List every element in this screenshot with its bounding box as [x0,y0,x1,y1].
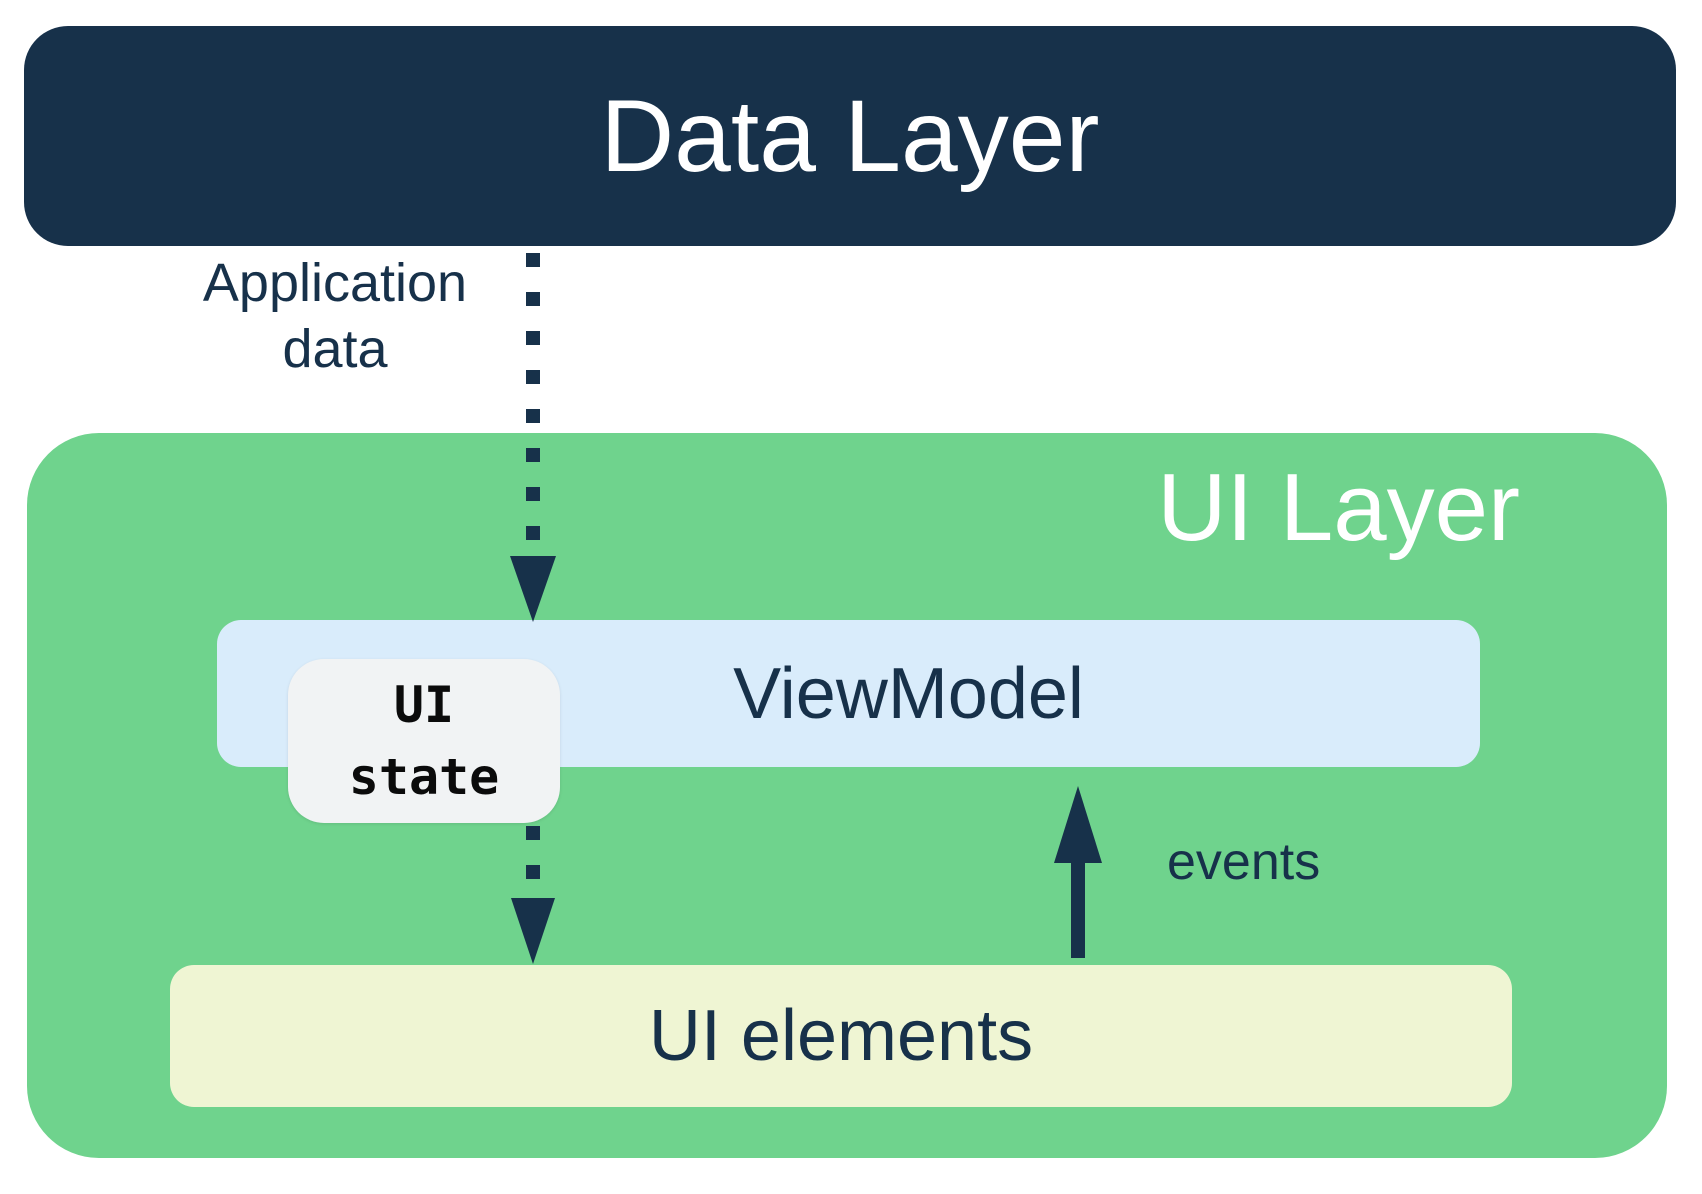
data-layer-box: Data Layer [24,26,1676,246]
ui-elements-label: UI elements [648,996,1034,1076]
ui-state-label: UI state [348,676,500,806]
viewmodel-label: ViewModel [733,653,1084,734]
events-label: events [1167,833,1321,891]
ui-state-badge: UI state [288,659,560,823]
data-layer-label: Data Layer [600,79,1100,193]
ui-elements-box: UI elements [170,965,1512,1107]
ui-layer-label: UI Layer [1157,454,1520,561]
application-data-label: Application data [202,253,468,379]
